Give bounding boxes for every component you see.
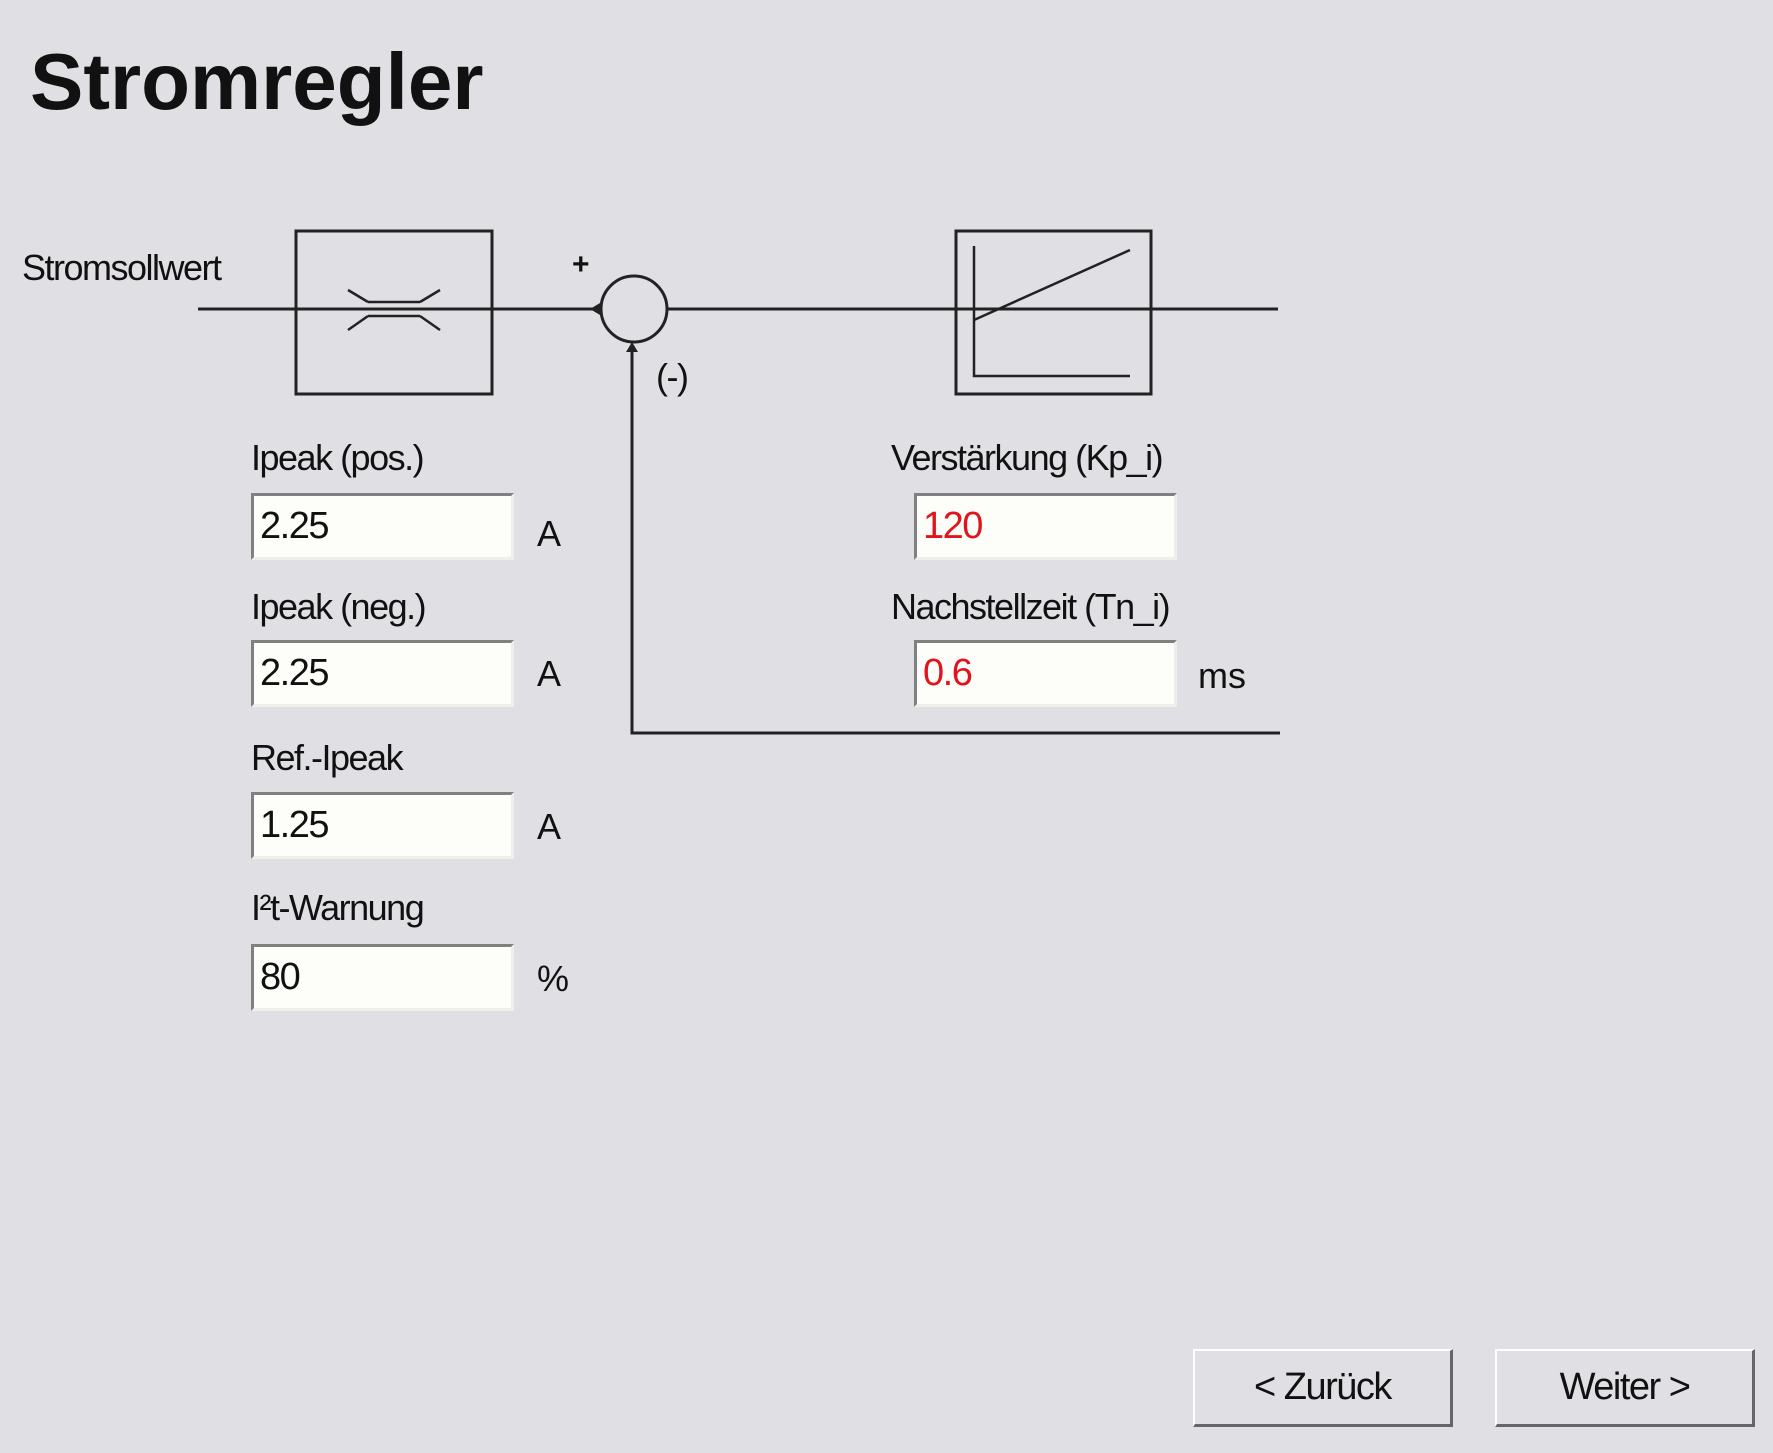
i2t-warning-label: I²t-Warnung bbox=[251, 887, 425, 928]
minus-sign: (-) bbox=[656, 356, 689, 397]
limiter-icon bbox=[347, 288, 441, 332]
ref-ipeak-unit: A bbox=[537, 806, 562, 847]
setpoint-label: Stromsollwert bbox=[22, 247, 222, 288]
gain-kp-label: Verstärkung (Kp_i) bbox=[891, 437, 1164, 478]
reset-time-tn-label: Nachstellzeit (Tn_i) bbox=[891, 586, 1171, 627]
next-button[interactable]: Weiter > bbox=[1495, 1349, 1755, 1427]
ref-ipeak-input[interactable] bbox=[251, 792, 514, 859]
ipeak-pos-unit: A bbox=[537, 513, 562, 554]
ipeak-neg-label: Ipeak (neg.) bbox=[251, 586, 427, 627]
ipeak-pos-label: Ipeak (pos.) bbox=[251, 437, 425, 478]
back-button[interactable]: < Zurück bbox=[1193, 1349, 1453, 1427]
feedback-line bbox=[630, 345, 1280, 735]
reset-time-unit: ms bbox=[1198, 655, 1246, 696]
page-title: Stromregler bbox=[30, 37, 484, 126]
ipeak-neg-unit: A bbox=[537, 653, 562, 694]
pi-controller-block bbox=[954, 229, 1153, 396]
limiter-block bbox=[294, 229, 494, 396]
i2t-warning-unit: % bbox=[537, 958, 570, 999]
ipeak-pos-input[interactable] bbox=[251, 493, 514, 560]
gain-kp-input[interactable] bbox=[914, 493, 1177, 560]
summing-junction bbox=[599, 274, 669, 344]
ref-ipeak-label: Ref.-Ipeak bbox=[251, 737, 404, 778]
ipeak-neg-input[interactable] bbox=[251, 640, 514, 707]
plus-sign: + bbox=[572, 248, 590, 281]
i2t-warning-input[interactable] bbox=[251, 944, 514, 1011]
pi-step-response-icon bbox=[972, 246, 1131, 378]
reset-time-tn-input[interactable] bbox=[914, 640, 1177, 707]
